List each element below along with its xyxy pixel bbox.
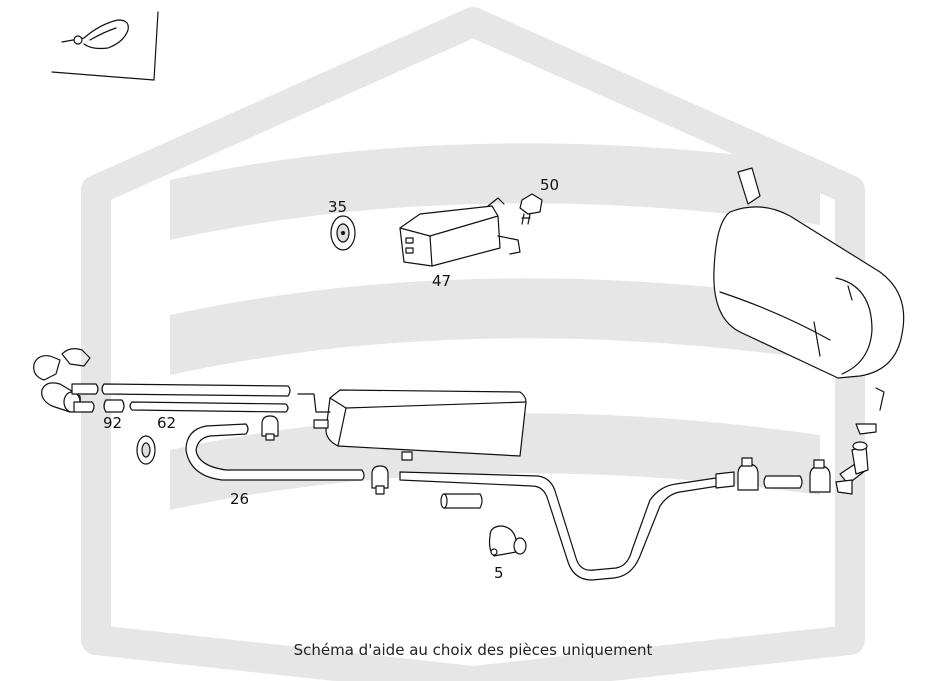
callout-92: 92 <box>103 414 122 432</box>
tube-part-92-62 <box>71 383 291 413</box>
grommet-part-35 <box>330 215 356 251</box>
hose-clamp-upper <box>261 415 279 441</box>
vent-pipe <box>399 471 735 581</box>
callout-5: 5 <box>494 564 504 582</box>
hose-clamp-lower <box>371 465 389 495</box>
screw-part-50 <box>519 193 543 225</box>
charcoal-canister <box>297 389 527 461</box>
grommet-small <box>136 435 156 465</box>
caption-disclaimer: Schéma d'aide au choix des pièces unique… <box>293 641 653 659</box>
callout-62: 62 <box>157 414 176 432</box>
callout-47: 47 <box>432 272 451 290</box>
hexagon-logo-watermark-icon <box>81 7 865 681</box>
control-unit-part-47 <box>399 197 521 267</box>
valve-part-5 <box>488 525 527 557</box>
cable-tie-inset <box>51 11 159 81</box>
callout-35: 35 <box>328 198 347 216</box>
curved-hose-part-26 <box>185 423 365 481</box>
callout-50: 50 <box>540 176 559 194</box>
muffler-canister <box>713 167 905 411</box>
rubber-sleeve <box>440 493 483 509</box>
callout-26: 26 <box>230 490 249 508</box>
right-hose-assembly <box>737 423 877 495</box>
